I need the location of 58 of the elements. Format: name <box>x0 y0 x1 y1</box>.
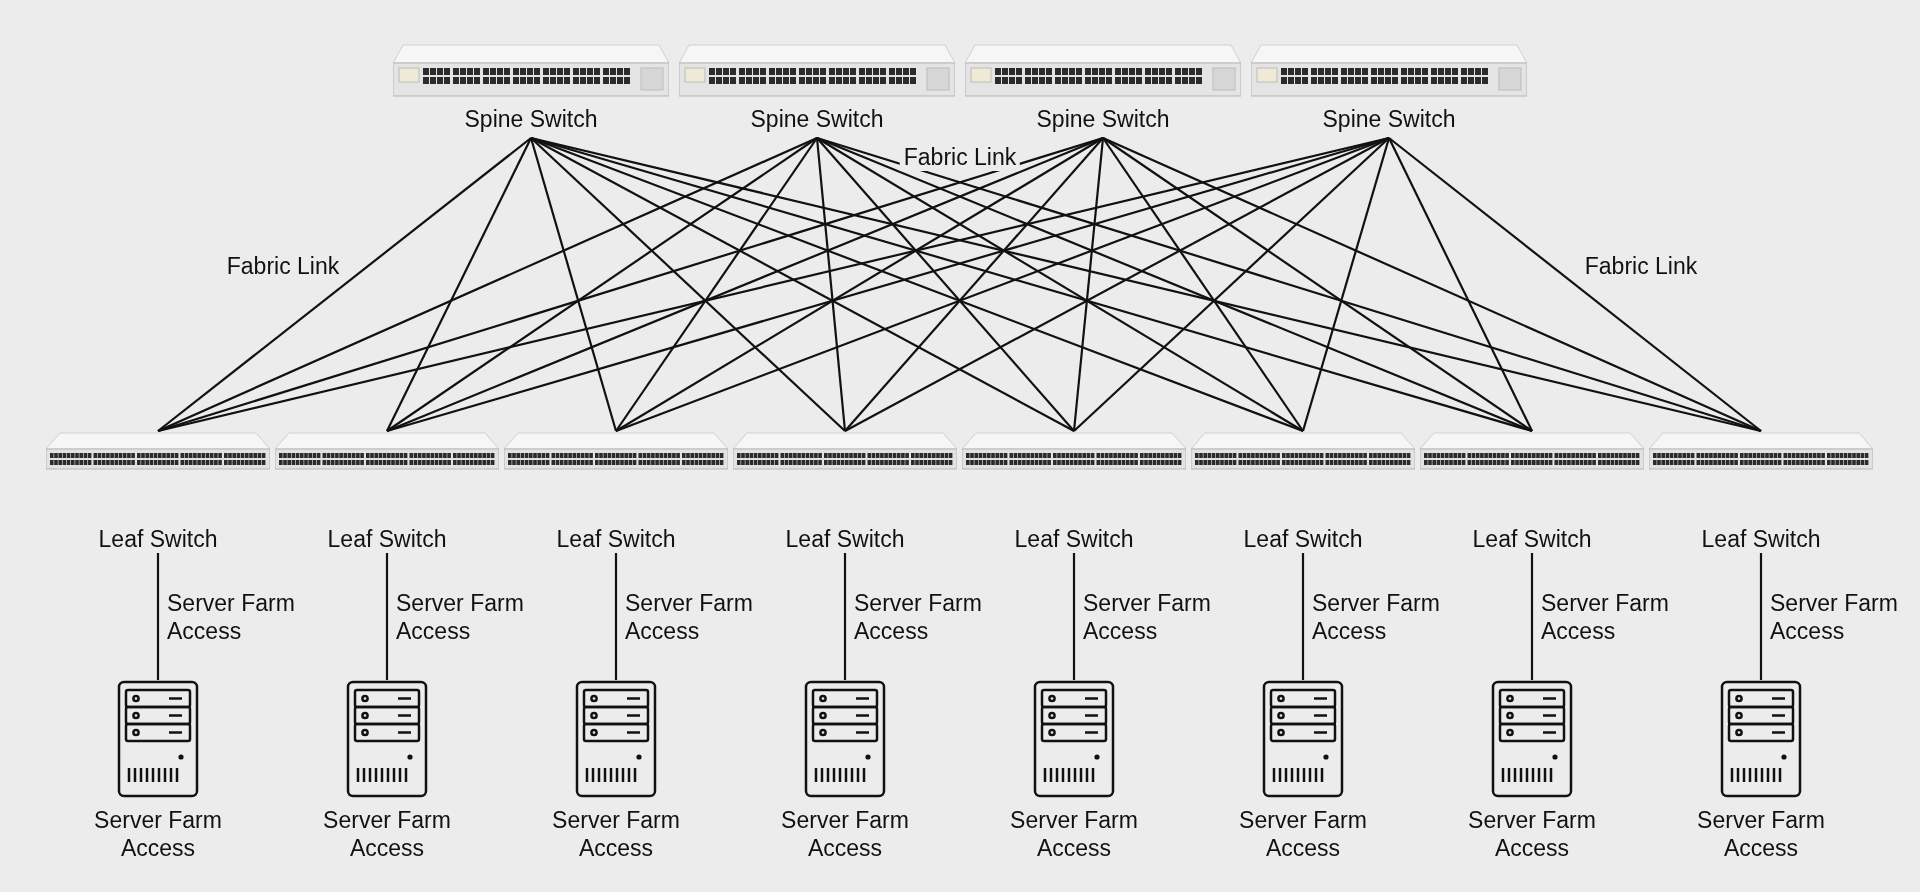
fabric-link-line <box>1388 137 1533 432</box>
fabric-link-line <box>386 137 818 432</box>
fabric-link-line <box>1072 137 1105 432</box>
fabric-link-line <box>816 137 1075 432</box>
node-label: Server Farm Access <box>322 806 452 862</box>
node-label: Leaf Switch <box>98 525 218 553</box>
node-label: Server Farm Access <box>780 806 910 862</box>
access-link-line <box>614 553 618 680</box>
fabric-link-line <box>530 136 1762 433</box>
node-label: Leaf Switch <box>1472 525 1592 553</box>
fabric-link-line <box>816 137 1304 432</box>
node-label: Leaf Switch <box>556 525 676 553</box>
access-link-line <box>1301 553 1305 680</box>
fabric-link-line <box>1301 137 1391 432</box>
fabric-link-line <box>1102 137 1533 432</box>
fabric-link-line <box>615 137 1104 432</box>
node-label: Spine Switch <box>464 105 598 133</box>
access-link-line <box>1072 553 1076 680</box>
edge-label: Server Farm Access <box>1541 588 1670 645</box>
fabric-link-line <box>615 137 818 432</box>
node-label: Spine Switch <box>750 105 884 133</box>
edge-label: Server Farm Access <box>1312 588 1441 645</box>
node-label: Leaf Switch <box>1243 525 1363 553</box>
node-label: Server Farm Access <box>1467 806 1597 862</box>
node-label: Leaf Switch <box>327 525 447 553</box>
fabric-link-line <box>1073 137 1390 432</box>
fabric-link-line <box>157 136 1390 433</box>
fabric-link-line <box>844 137 1104 432</box>
edge-label: Server Farm Access <box>1770 588 1899 645</box>
edge-label: Server Farm Access <box>1083 588 1212 645</box>
node-label: Leaf Switch <box>1014 525 1134 553</box>
node-label: Server Farm Access <box>1238 806 1368 862</box>
fabric-link-line <box>1102 137 1762 432</box>
access-link-line <box>156 553 160 680</box>
fabric-link-line <box>815 137 847 432</box>
access-link-line <box>385 553 389 680</box>
node-label: Server Farm Access <box>551 806 681 862</box>
fabric-link-line <box>157 137 532 432</box>
node-label: Spine Switch <box>1036 105 1170 133</box>
edge-label: Server Farm Access <box>854 588 983 645</box>
fabric-link-line <box>615 136 1390 433</box>
fabric-link-line <box>1102 137 1304 432</box>
fabric-link-line <box>529 137 618 432</box>
fabric-link-line <box>1388 137 1762 432</box>
node-label: Spine Switch <box>1322 105 1456 133</box>
access-link-line <box>1530 553 1534 680</box>
node-label: Server Farm Access <box>93 806 223 862</box>
edge-label: Server Farm Access <box>625 588 754 645</box>
fabric-link-line <box>386 137 532 432</box>
node-label: Server Farm Access <box>1009 806 1139 862</box>
access-link-line <box>1759 553 1763 680</box>
edge-label: Server Farm Access <box>396 588 525 645</box>
access-link-line <box>843 553 847 680</box>
edge-label: Server Farm Access <box>167 588 296 645</box>
node-label: Leaf Switch <box>785 525 905 553</box>
node-label: Leaf Switch <box>1701 525 1821 553</box>
node-label: Server Farm Access <box>1696 806 1826 862</box>
fabric-link-line <box>530 137 846 432</box>
